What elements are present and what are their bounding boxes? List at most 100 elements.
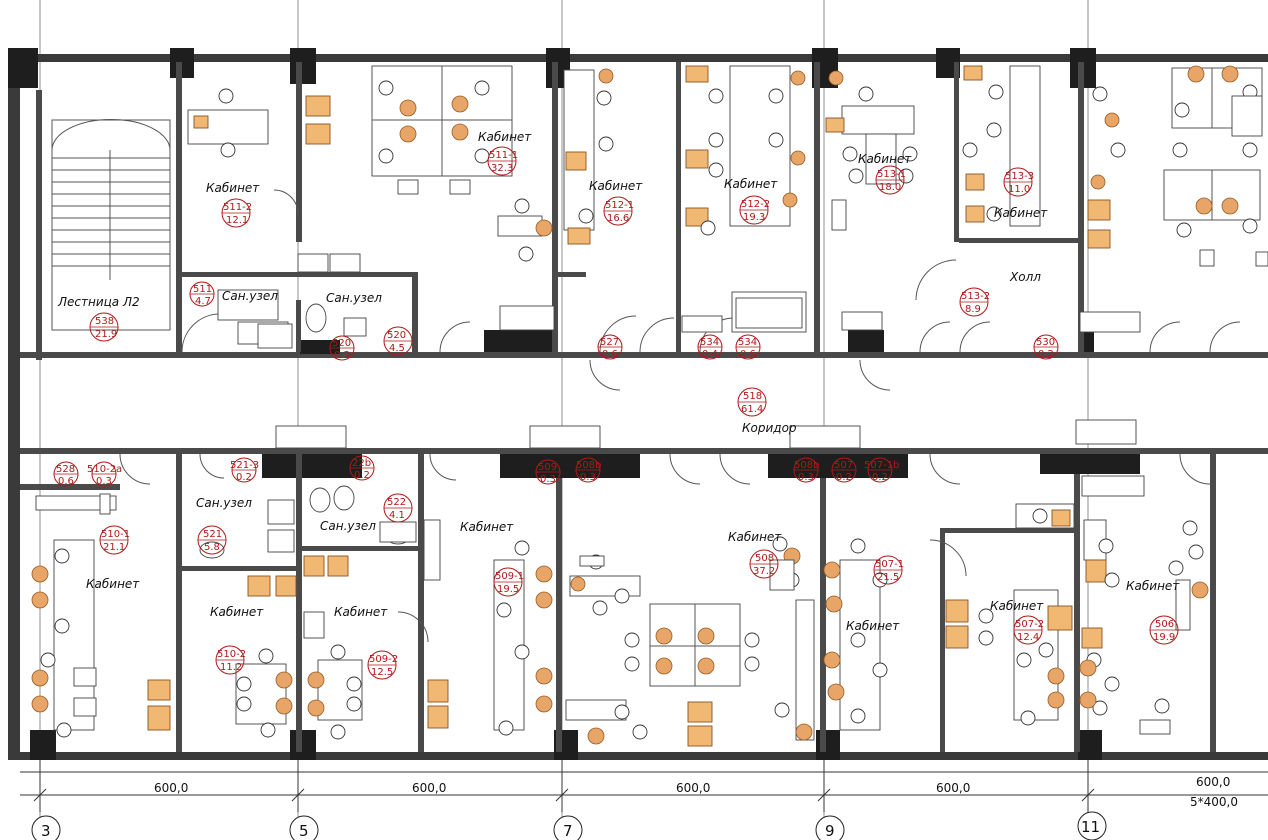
room-area: 0.2	[1038, 349, 1054, 360]
interior-walls-bottom	[20, 454, 1216, 752]
room-name: Кабинет	[86, 577, 140, 591]
room-name: Кабинет	[990, 599, 1044, 613]
room-area: 16.6	[607, 213, 629, 224]
room-code: 521-3	[230, 460, 259, 471]
room-area: 21.5	[877, 572, 899, 583]
room-name: Лестница Л2	[57, 295, 140, 309]
room-name: Кабинет	[210, 605, 264, 619]
room-area: 0.6	[58, 476, 74, 487]
room-area: 0.3	[334, 350, 350, 361]
room-name: Сан.узел	[320, 519, 376, 533]
room-code: 513-1	[877, 169, 906, 180]
room-area: 11.2	[220, 662, 242, 673]
room-code: 509-2	[369, 654, 398, 665]
room-code: 522	[387, 497, 406, 508]
room-area: 19.3	[743, 212, 765, 223]
room-code: 538	[95, 316, 114, 327]
room-name: Сан.узел	[196, 496, 252, 510]
corridor-walls	[20, 90, 1268, 478]
room-code: 511-2	[223, 202, 252, 213]
staircase	[51, 119, 171, 331]
room-code: 22b	[352, 458, 371, 469]
room-code: 506	[1155, 619, 1174, 630]
room-area: 0.2	[872, 472, 888, 483]
room-code: 530	[1036, 337, 1055, 348]
interior-walls-top	[176, 62, 1084, 352]
room-code: 508b	[794, 460, 819, 471]
room-area: 21.1	[103, 542, 125, 553]
room-area: 19.9	[1153, 632, 1175, 643]
room-area: 8.9	[965, 304, 981, 315]
room-area: 0.2	[354, 470, 370, 481]
dimension-label: 600,0	[676, 781, 710, 795]
room-code: 508	[755, 553, 774, 564]
room-code: 520	[387, 330, 406, 341]
room-area: 0.3	[96, 476, 112, 487]
room-area: 19.5	[497, 584, 519, 595]
room-name: Кабинет	[846, 619, 900, 633]
room-code: 511	[193, 284, 212, 295]
room-name: Сан.узел	[326, 291, 382, 305]
room-area: 0.2	[836, 472, 852, 483]
room-name: Сан.узел	[222, 289, 278, 303]
room-area: 0.3	[798, 472, 814, 483]
room-code: 507-1	[875, 559, 904, 570]
room-code: 518	[743, 391, 762, 402]
room-code: 507	[834, 460, 853, 471]
room-code: 511-1	[489, 150, 518, 161]
room-name: Кабинет	[460, 520, 514, 534]
room-area: 0.2	[236, 472, 252, 483]
room-code: 510-2a	[87, 464, 122, 475]
room-name: Коридор	[742, 421, 797, 435]
room-area: 12.1	[226, 215, 248, 226]
room-area: 12.4	[1017, 632, 1039, 643]
room-code: 513-3	[1005, 171, 1034, 182]
room-name: Кабинет	[206, 181, 260, 195]
room-name: Кабинет	[858, 152, 912, 166]
office-furniture	[31, 65, 1268, 747]
room-area: 4.5	[389, 343, 405, 354]
room-name: Кабинет	[1126, 579, 1180, 593]
room-code: 528	[56, 464, 75, 475]
room-code: 507-2	[1015, 619, 1044, 630]
dimension-label: 600,0	[412, 781, 446, 795]
room-area: 0.4	[702, 349, 718, 360]
room-name: Кабинет	[724, 177, 778, 191]
room-code: 512-1	[605, 200, 634, 211]
sanitary-fixtures	[199, 289, 417, 559]
room-code: 509-1	[495, 571, 524, 582]
room-area: 0.3	[580, 472, 596, 483]
room-name: Кабинет	[478, 130, 532, 144]
axis-label: 5	[299, 822, 309, 840]
room-code: 520	[332, 338, 351, 349]
room-name: Холл	[1009, 270, 1041, 284]
dimension-label: 600,0	[154, 781, 188, 795]
room-code: 509	[538, 462, 557, 473]
dimension-label: 600,0	[936, 781, 970, 795]
room-labels: Лестница Л2 538 21.9 Кабинет 511-2 12.1 …	[53, 130, 1180, 680]
axis-label: 11	[1081, 818, 1100, 836]
room-area: 11.0	[1008, 184, 1030, 195]
room-code: 512-2	[741, 199, 770, 210]
room-area: 0.6	[740, 349, 756, 360]
room-area: 21.9	[95, 329, 117, 340]
axis-label: 3	[41, 822, 51, 840]
dimension-label: 600,0	[1196, 775, 1230, 789]
room-code: 510-1	[101, 529, 130, 540]
dimension-total-label: 5*400,0	[1190, 795, 1238, 809]
axis-markers: 3 5 7 9 11	[31, 811, 1107, 840]
room-code: 534	[700, 337, 719, 348]
room-name: Кабинет	[728, 530, 782, 544]
room-code: 513-2	[961, 291, 990, 302]
room-area: 12.5	[371, 667, 393, 678]
room-code: 527	[600, 337, 619, 348]
room-code: 534	[738, 337, 757, 348]
axis-label: 7	[563, 822, 573, 840]
axis-label: 9	[825, 822, 835, 840]
room-area: 32.3	[491, 163, 513, 174]
room-code: 521	[203, 529, 222, 540]
room-area: 4.1	[389, 510, 405, 521]
room-area: 4.7	[195, 296, 211, 307]
room-area: 37.2	[753, 566, 775, 577]
dimension-lines: 600,0 600,0 600,0 600,0 600,0 5*400,0	[20, 760, 1268, 812]
